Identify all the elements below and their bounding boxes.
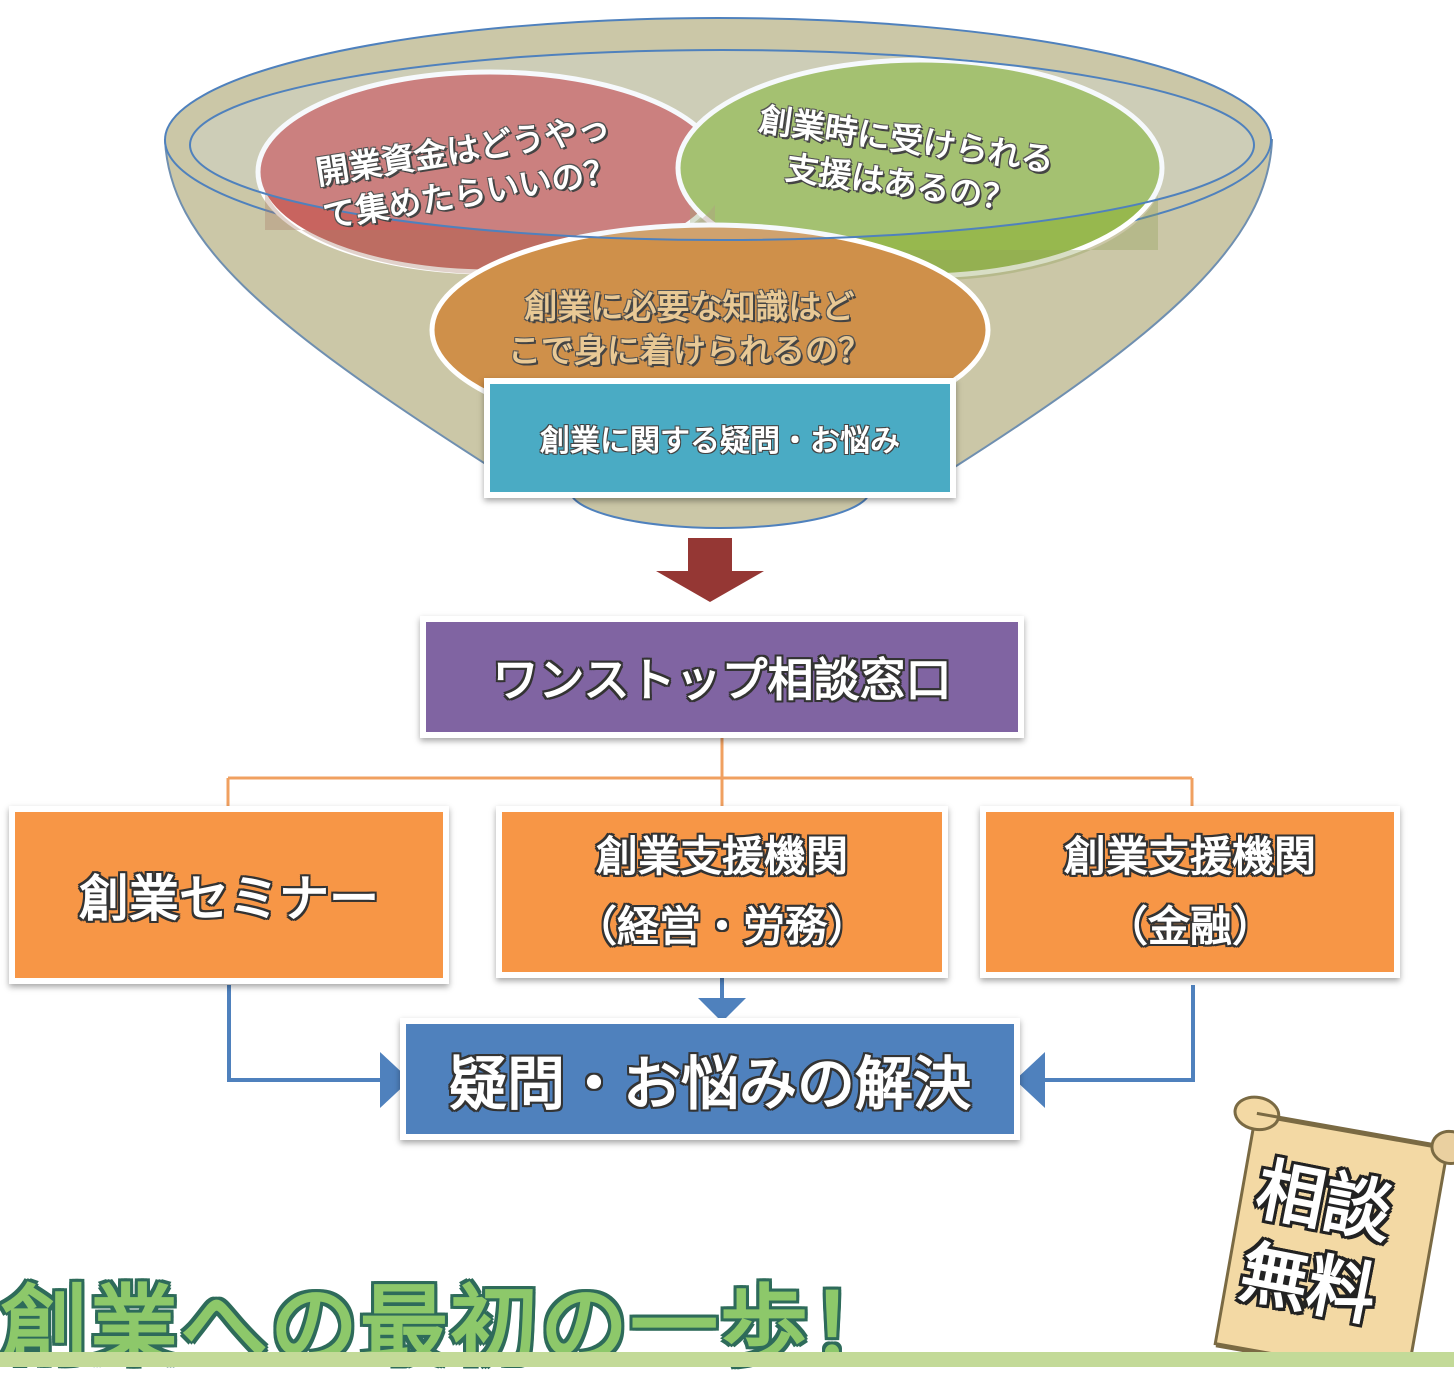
resolution-box: 疑問・お悩みの解決 bbox=[400, 1018, 1020, 1140]
bubble-orange-line2: こで身に着けられるの？ bbox=[508, 331, 871, 370]
arrow-right-icon bbox=[380, 1052, 410, 1108]
resolution-connectors bbox=[227, 978, 1195, 1082]
down-arrow-icon bbox=[650, 535, 770, 605]
branch-seminar-box: 創業セミナー bbox=[9, 806, 449, 984]
footer-bar bbox=[0, 1352, 1454, 1367]
branch-seminar-line1: 創業セミナー bbox=[79, 870, 379, 928]
onestop-label: ワンストップ相談窓口 bbox=[492, 653, 952, 707]
branch-finance-line2: （金融） bbox=[1105, 902, 1274, 951]
bubble-orange-line1: 創業に必要な知識はど bbox=[524, 287, 855, 326]
resolution-label: 疑問・お悩みの解決 bbox=[448, 1050, 971, 1118]
branch-connectors bbox=[226, 738, 1194, 806]
branch-management-line1: 創業支援機関 bbox=[595, 832, 848, 881]
branch-management-line2: （経営・労務） bbox=[574, 902, 869, 951]
arrow-down-small-icon bbox=[698, 998, 746, 1022]
branch-finance-line1: 創業支援機関 bbox=[1063, 832, 1316, 881]
bubble-orange-text: 創業に必要な知識はど こで身に着けられるの？ bbox=[508, 285, 871, 373]
funnel-label: 創業に関する疑問・お悩み bbox=[540, 424, 900, 459]
scroll-icon bbox=[1213, 1095, 1454, 1367]
arrow-left-icon bbox=[1015, 1052, 1045, 1108]
funnel-label-box: 創業に関する疑問・お悩み bbox=[484, 378, 956, 498]
onestop-box: ワンストップ相談窓口 bbox=[420, 616, 1024, 738]
branch-finance-box: 創業支援機関 （金融） bbox=[980, 806, 1400, 978]
branch-management-box: 創業支援機関 （経営・労務） bbox=[496, 806, 948, 978]
funnel-rim-inner bbox=[189, 49, 1255, 241]
